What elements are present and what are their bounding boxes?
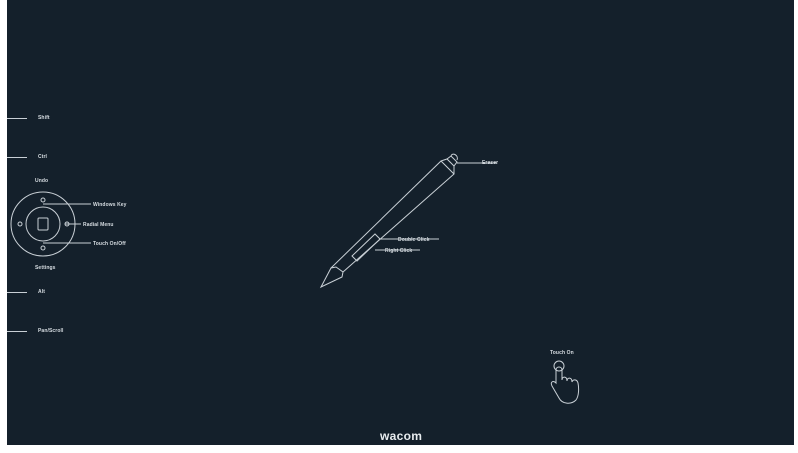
touch-hand-icon xyxy=(551,361,578,403)
line-art-overlay xyxy=(7,0,794,445)
caption-text xyxy=(100,445,700,453)
tablet-layout-screen: Shift Ctrl Undo Windows Key Radial Menu … xyxy=(7,0,794,445)
touch-ring-icon xyxy=(11,192,91,256)
wacom-logo: wacom xyxy=(380,429,422,443)
pen-icon xyxy=(321,154,497,287)
